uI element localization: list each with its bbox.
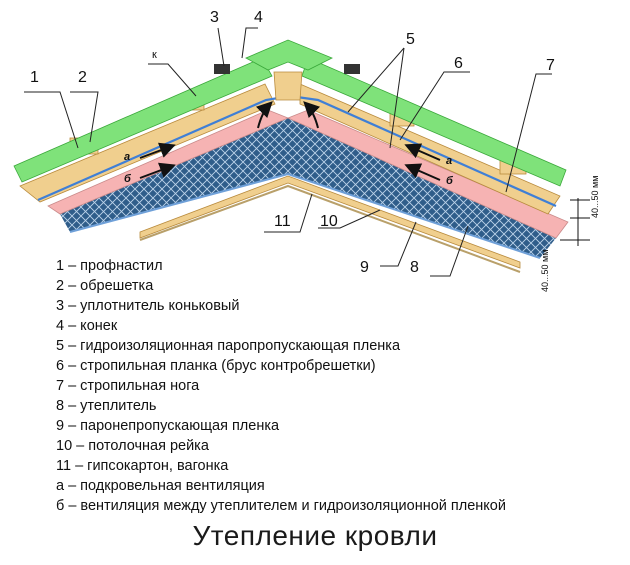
counter-batten-left [19,83,276,203]
legend-item: 10 – потолочная рейка [56,438,209,454]
legend-item: 3 – уплотнитель коньковый [56,298,240,314]
airflow-arrow [139,162,176,179]
profiled-sheet-left [13,57,273,183]
callout-2: 2 [78,69,87,86]
callout-5: 5 [406,31,415,48]
ridge-cap [245,39,333,71]
ridge-beam [273,71,303,101]
leader-line-7 [505,73,552,193]
callout-3: 3 [210,9,219,26]
callout-6: 6 [454,55,463,72]
callout-11: 11 [274,213,291,230]
diagram-caption: Утепление кровли [192,520,438,551]
vapour-barrier-film [69,172,541,259]
ridge-seal [214,64,230,74]
leader-line-11 [264,193,313,233]
leader-line-6 [399,71,470,141]
leader-line-5b [389,47,405,149]
callout-7: 7 [546,57,555,74]
dimension-upper-label: 40...50 мм [590,176,600,218]
legend-item: б – вентиляция между утеплителем и гидро… [56,498,506,514]
callout-4: 4 [254,9,263,26]
callout-10: 10 [320,213,338,230]
callout-8: 8 [410,259,419,276]
leader-line-1 [24,91,79,149]
airflow-arrow [404,163,441,181]
legend-item: 8 – утеплитель [56,398,157,414]
flow-label-a: а [124,151,130,163]
legend-item: 7 – стропильная нога [56,378,200,394]
airflow-arrow [139,142,176,159]
legend-item: 4 – конек [56,318,118,334]
drywall-lining [139,184,521,273]
dimension-lower-label: 40...50 мм [540,250,550,292]
leader-line-5a [347,47,405,113]
insulation-layer [60,118,556,258]
flow-label-b: б [124,173,132,185]
flow-label-a: а [446,155,452,167]
callout-1: 1 [30,69,39,86]
leader-line-10 [318,209,381,229]
airflow-arrow [404,143,441,161]
leader-line-3 [217,27,225,67]
legend-item: 1 – профнастил [56,258,163,274]
legend-item: 2 – обрешетка [56,278,154,294]
legend-item: а – подкровельная вентиляция [56,478,265,494]
ceiling-batten [139,175,521,269]
flow-label-b: б [446,175,454,187]
airflow-arrow [303,101,321,129]
callout-k: к [152,49,157,61]
leader-line-9 [380,221,417,267]
airflow-arrow [255,101,273,129]
roof-insulation-diagram: а б а б 40...50 мм 40...50 мм 1 2 3 4 к … [13,9,600,292]
legend-item: 11 – гипсокартон, вагонка [56,458,229,474]
legend-item: 6 – стропильная планка (брус контробреше… [56,358,376,374]
leader-line-8 [430,225,469,277]
callout-9: 9 [360,259,369,276]
legend-item: 9 – паронепропускающая пленка [56,418,280,434]
leader-line-4 [241,27,258,59]
legend-list: 1 – профнастил 2 – обрешетка 3 – уплотни… [56,256,626,516]
profiled-sheet-right [301,57,567,187]
legend-item: 5 – гидроизоляционная паропропускающая п… [56,338,401,354]
leader-line-2 [70,91,99,143]
leader-line-k [148,63,197,97]
ridge-seal [344,64,360,74]
